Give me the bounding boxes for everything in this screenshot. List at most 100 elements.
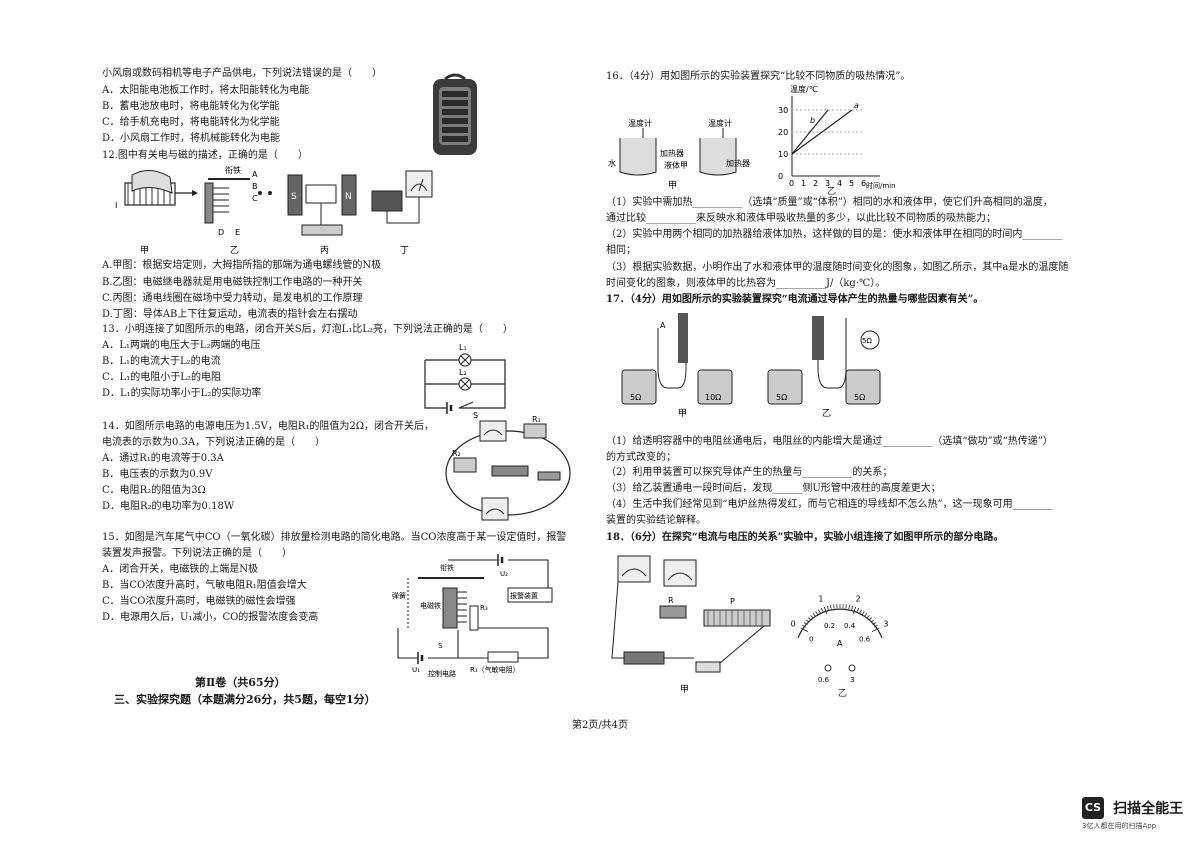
q11-stem: 小风扇或数码相机等电子产品供电，下列说法错误的是（ ） <box>102 68 382 79</box>
svg-text:U₁: U₁ <box>412 666 420 674</box>
dial-tick <box>859 609 862 614</box>
q17-part2: （2）利用甲装置可以探究导体产生的热量与__________的关系； <box>606 467 893 478</box>
dial-tick <box>871 627 880 633</box>
svg-text:R: R <box>668 596 674 605</box>
q14-option-a: A．通过R₁的电流等于0.3A <box>102 453 224 464</box>
q16-part3-a: （3）根据实验数据，小明作出了水和液体甲的温度随时间变化的图象，如图乙所示，其中… <box>606 262 1069 273</box>
terminal-3 <box>848 664 856 672</box>
series-a-label: a <box>854 101 859 110</box>
svg-text:B: B <box>252 182 258 191</box>
dial-tick <box>864 612 868 617</box>
dial-tick <box>866 615 870 619</box>
svg-text:乙: 乙 <box>822 408 831 419</box>
svg-text:衔铁: 衔铁 <box>225 165 241 175</box>
q11-option-b: B．蓄电池放电时，将电能转化为化学能 <box>102 101 280 112</box>
svg-text:甲: 甲 <box>680 684 689 695</box>
dial-tick <box>807 617 812 621</box>
q15-stem-1: 15．如图是汽车尾气中CO（一氧化碳）排放量检测电路的简化电路。当CO浓度高于某… <box>102 532 567 543</box>
svg-text:R₂: R₂ <box>452 449 461 458</box>
svg-text:R₁: R₁ <box>532 415 541 424</box>
dial-tick <box>856 608 860 612</box>
q13-option-a: A．L₁两端的电压大于L₂两端的电压 <box>102 340 261 351</box>
dial-tick <box>830 604 832 610</box>
q15-circuit: U₂ 衔铁 报警装置 弹簧 电磁铁 R₃ U₁ S R₁（气敏电阻） 控制电路 <box>388 548 568 680</box>
q17-part4-a: （4）生活中我们经常见到“电炉丝热得发红，而与它相连的导线却不怎么热”，这一现象… <box>606 499 1053 510</box>
q14-option-b: B．电压表的示数为0.9V <box>102 469 213 480</box>
svg-text:U₂: U₂ <box>500 570 508 578</box>
q13-circuit: L₁ L₂ S <box>415 338 515 420</box>
q17-part1-b: 的方式改变的； <box>606 452 676 463</box>
dial-tick <box>810 615 814 619</box>
q12-option-d: D.丁图：导体AB上下往复运动，电流表的指针会左右摆动 <box>102 309 358 320</box>
q17-part4-b: 装置的实验结论解释。 <box>606 515 706 526</box>
y-tick-label: 30 <box>778 106 788 115</box>
series-b-label: b <box>810 116 815 125</box>
dial-tick <box>803 622 808 626</box>
y-tick-label: 0 <box>778 172 783 181</box>
q11-option-d: D．小风扇工作时，将机械能转化为电能 <box>102 133 281 144</box>
q13-option-b: B．L₁的电流大于L₂的电流 <box>102 356 221 367</box>
svg-text:S: S <box>473 411 478 420</box>
q14-option-d: D．电阻R₂的电功率为0.18W <box>102 501 235 512</box>
svg-text:5Ω: 5Ω <box>630 393 641 402</box>
svg-text:加热器: 加热器 <box>726 158 750 168</box>
q14-circuit: R₁ R₂ <box>438 415 578 532</box>
q12-option-c: C.丙图：通电线圈在磁场中受力转动，是发电机的工作原理 <box>102 293 363 304</box>
camscanner-watermark: CS 扫描全能王 3亿人都在用的扫描App <box>1082 797 1183 831</box>
svg-text:P: P <box>730 597 735 606</box>
q14-option-c: C．电阻R₂的阻值为3Ω <box>102 485 206 496</box>
svg-text:液体甲: 液体甲 <box>664 160 688 170</box>
q17-part3: （3）给乙装置通电一段时间后，发现______侧U形管中液柱的高度差更大； <box>606 483 941 494</box>
dial-arc <box>797 608 883 639</box>
svg-text:A: A <box>252 170 258 179</box>
dial-tick <box>848 604 850 610</box>
svg-text:5Ω: 5Ω <box>776 393 787 402</box>
q15-option-c: C．当CO浓度升高时，电磁铁的磁性会增强 <box>102 596 296 607</box>
dial-bottom-tick-label: 0.2 <box>824 622 835 630</box>
svg-text:报警装置: 报警装置 <box>510 591 538 600</box>
dial-unit: A <box>837 639 843 648</box>
q17-part1-a: （1）给透明容器中的电阻丝通电后，电阻丝的内能增大是通过__________（选… <box>606 436 1053 447</box>
dial-tick <box>870 619 875 623</box>
dial-top-tick-label: 1 <box>818 594 823 603</box>
q15-option-d: D．电源用久后，U₁减小，CO的报警浓度会变高 <box>102 612 319 623</box>
svg-text:L₁: L₁ <box>459 343 467 352</box>
q12-stem: 12.图中有关电与磁的描述，正确的是（ ） <box>102 150 308 161</box>
dial-tick <box>820 608 824 612</box>
svg-text:衔铁: 衔铁 <box>440 563 454 572</box>
q12-option-a: A.甲图：根据安培定则，大拇指所指的那端为通电螺线管的N极 <box>102 260 382 271</box>
q16-apparatus: 温度计 温度计 水 加热器 液体甲 加热器 甲 <box>608 116 768 195</box>
dial-bottom-tick-label: 0.6 <box>859 635 871 643</box>
terminal-label: 0.6 <box>818 676 830 684</box>
y-tick-label: 20 <box>778 128 788 137</box>
q12-label-yi: 乙 <box>230 245 239 256</box>
dial-tick <box>818 609 821 614</box>
dial-top-tick-label: 0 <box>791 619 796 628</box>
q16-part1-b: 通过比较__________来反映水和液体甲吸收热量的多少，以此比较不同物质的吸… <box>606 213 996 224</box>
dial-top-tick-label: 3 <box>883 619 888 628</box>
q16-part3-b: 时间变化的图象，则液体甲的比热容为__________J/（kg·℃）。 <box>606 278 886 289</box>
svg-text:L₂: L₂ <box>459 368 467 377</box>
svg-text:温度计: 温度计 <box>628 118 652 128</box>
dial-tick <box>812 612 816 617</box>
dial-tick <box>802 624 806 628</box>
fig-jia-hand-solenoid: I <box>115 170 198 210</box>
q12-option-b: B.乙图：电磁继电器就是用电磁铁控制工作电路的一种开关 <box>102 277 363 288</box>
q12-figure: I 衔铁 A B C D E S N <box>110 163 440 259</box>
x-tick-label: 6 <box>861 179 866 188</box>
dial-tick <box>833 604 835 609</box>
page-footer: 第2页/共4页 <box>571 720 629 731</box>
svg-text:控制电路: 控制电路 <box>428 669 456 678</box>
q13-option-d: D．L₁的实际功率小于L₂的实际功率 <box>102 388 262 399</box>
dial-tick <box>868 617 873 621</box>
svg-text:S: S <box>438 642 443 650</box>
svg-text:R₃: R₃ <box>480 604 488 612</box>
q17-apparatus: A B 5Ω 10Ω 5Ω 5Ω 5Ω 甲 乙 <box>608 308 888 422</box>
svg-text:甲: 甲 <box>668 180 677 191</box>
q12-label-jia: 甲 <box>140 245 149 256</box>
q12-label-bing: 丙 <box>320 245 329 256</box>
q16-part2-b: 相同； <box>606 245 636 256</box>
watermark-subtitle: 3亿人都在用的扫描App <box>1082 822 1157 830</box>
